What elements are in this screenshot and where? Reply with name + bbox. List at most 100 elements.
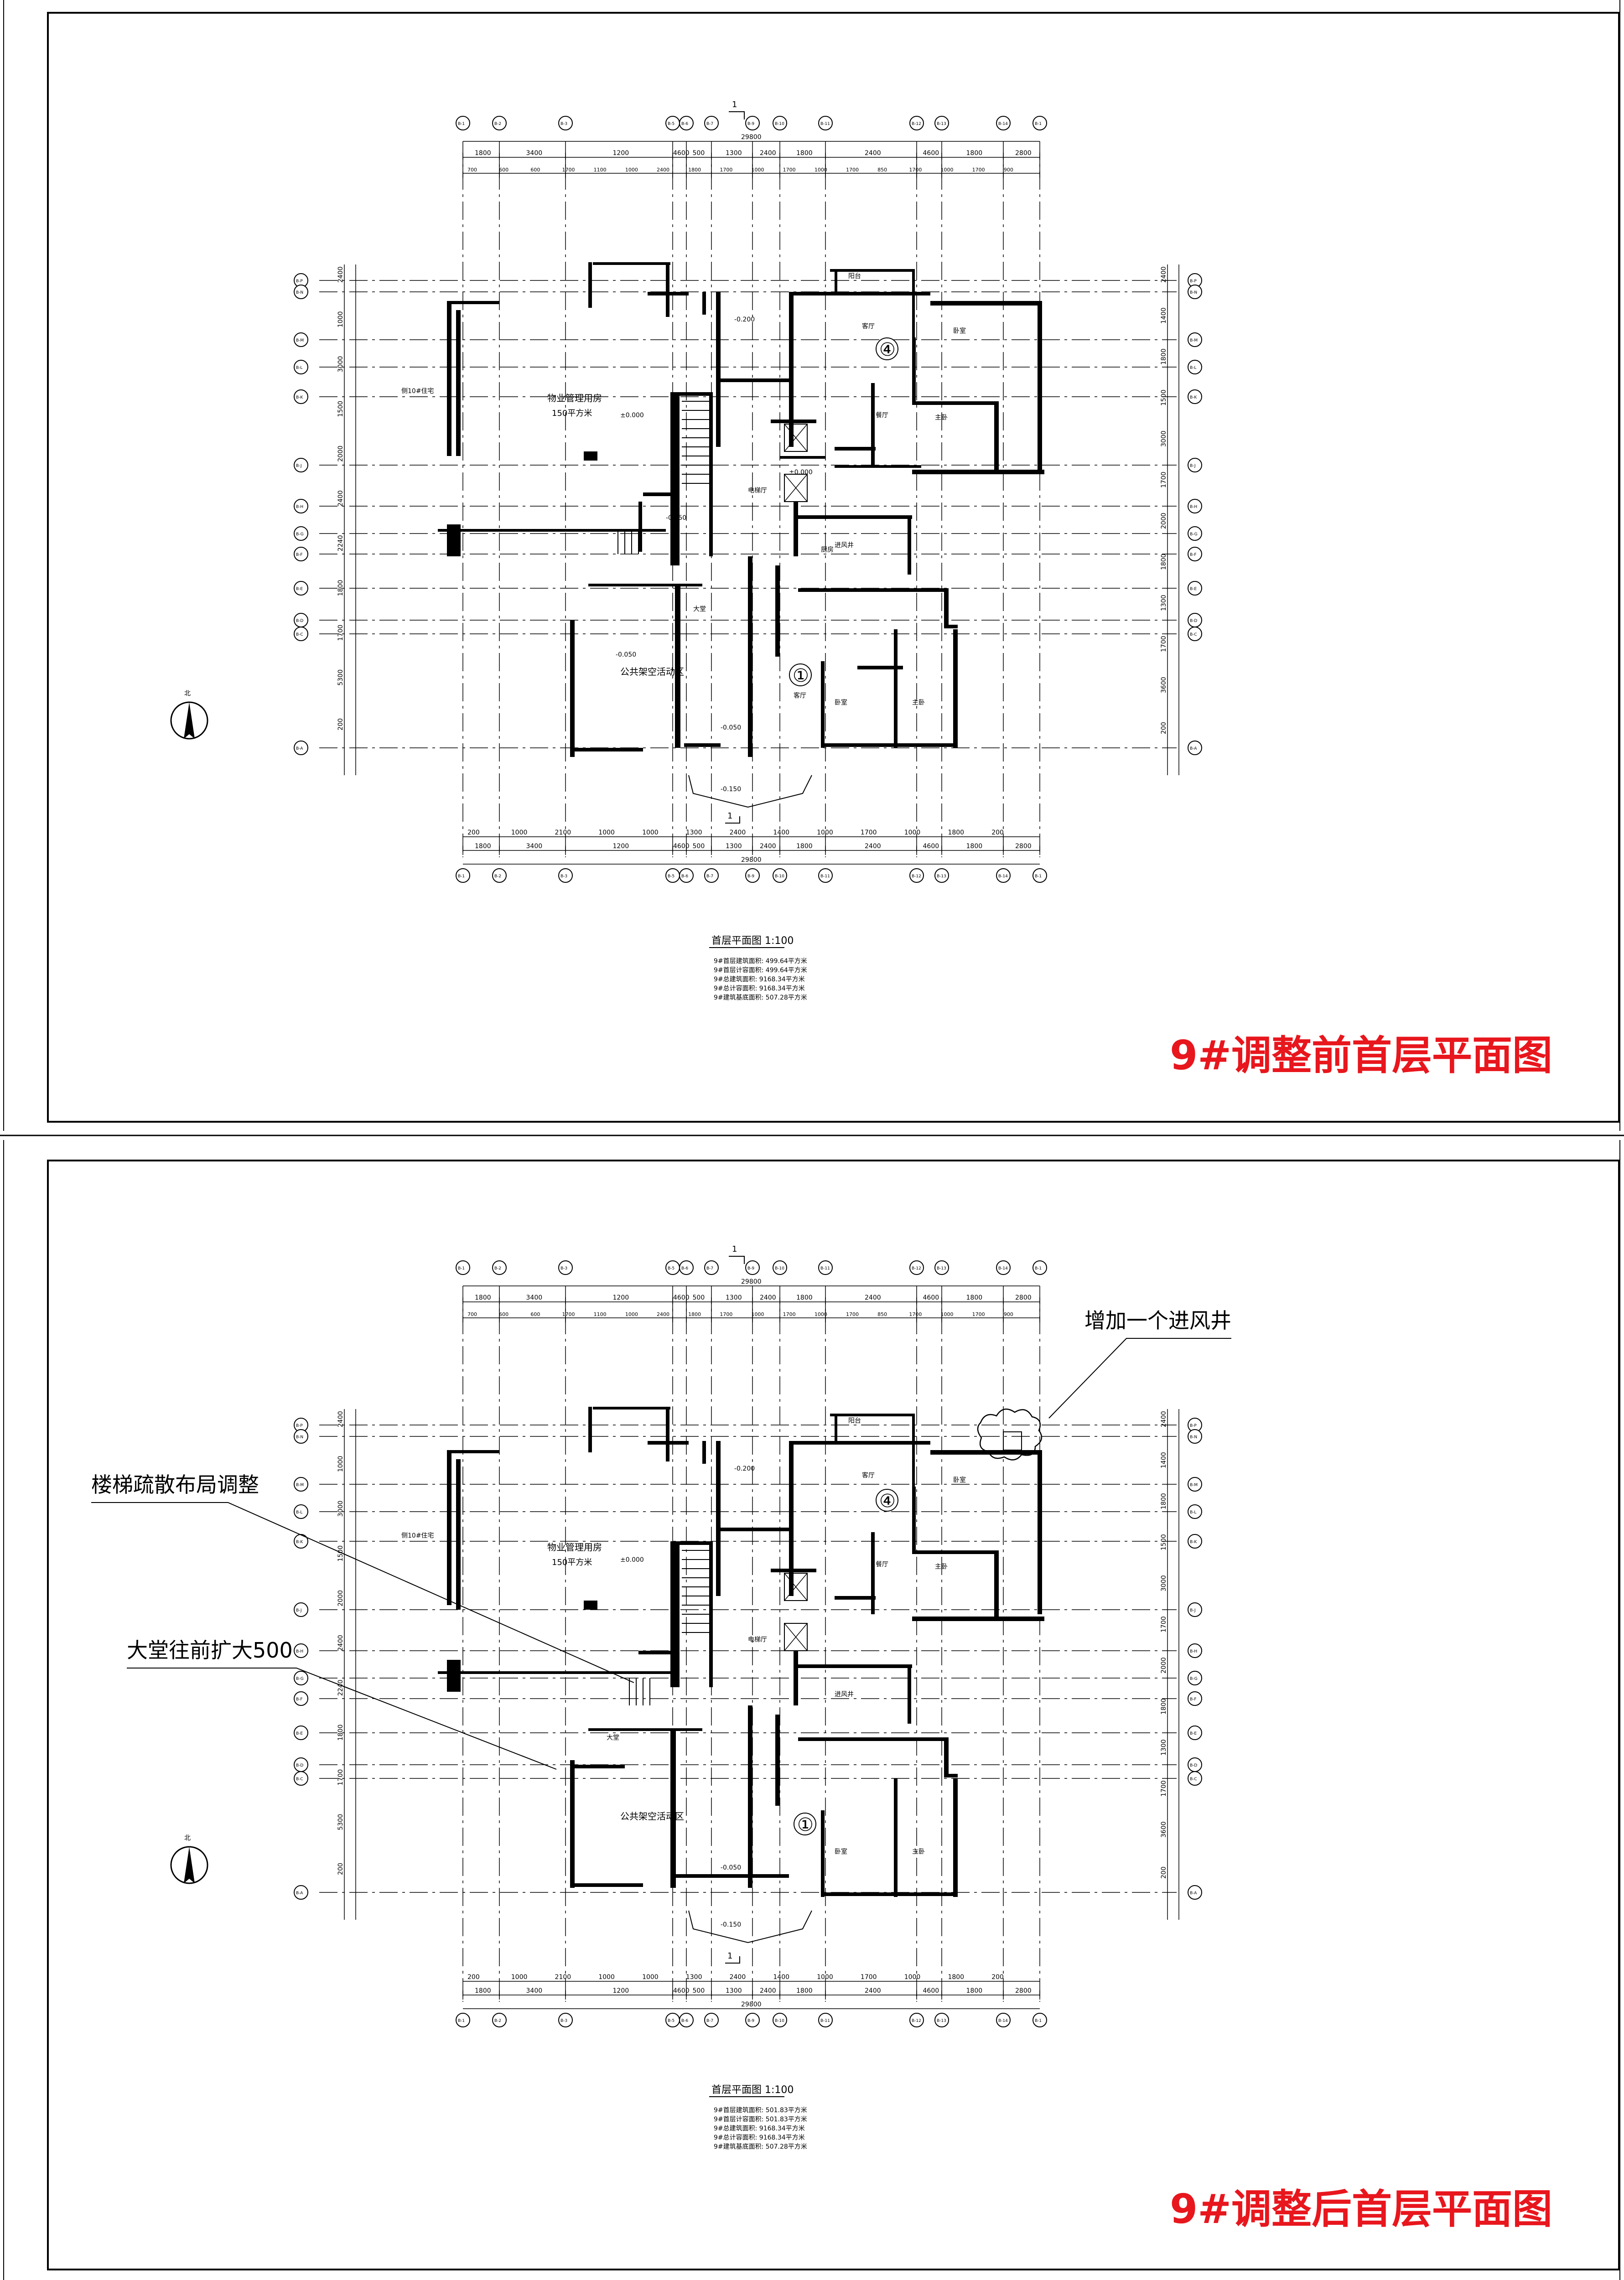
axis-bubble [1188,741,1202,755]
level-mark: -0.050 [721,1864,741,1871]
axis-bubble [294,1477,308,1492]
axis-label: B-M [1190,1483,1198,1487]
axis-label: B-J [1190,1608,1196,1613]
dimension-text: 1800 [1160,1493,1167,1509]
axis-label: B-N [296,1435,303,1440]
dimension-text: 1200 [613,843,629,850]
level-mark: -0.050 [616,651,636,658]
dimension-text: 200 [1160,1866,1167,1879]
axis-bubble [1188,627,1202,641]
axis-bubble [679,116,694,130]
room-label-lobby: 大堂 [607,1734,619,1741]
dimension-text: 2400 [1160,1411,1167,1427]
dimension-text: 1800 [337,580,344,596]
axis-bubble [1188,1771,1202,1786]
dimension-text: 1100 [594,167,607,173]
axis-label: B-E [1190,1731,1197,1736]
room-label-public: 公共架空活动区 [620,1811,684,1822]
dimension-total: 29800 [741,1278,762,1285]
axis-label: B-5 [668,2019,675,2023]
sheet-title-before: 9#调整前首层平面图 [1170,1032,1552,1079]
axis-bubble [1188,1691,1202,1706]
axis-bubble [294,1602,308,1617]
dimension-text: 1800 [966,150,983,157]
room-label-kitchen-b: 厨房 [821,546,834,554]
dimension-text: 1700 [1160,636,1167,652]
axis-bubble [1033,116,1047,130]
dimension-text: 1400 [773,1974,789,1981]
dimension-text: 1800 [966,1294,983,1301]
axis-bubble [996,2013,1011,2027]
sheet-title-after: 9#调整后首层平面图 [1170,2186,1552,2233]
axis-bubble [294,285,308,299]
dimension-text: 1800 [475,1987,491,1995]
dimension-text: 2400 [760,1987,776,1995]
dimension-text: 2100 [555,1974,571,1981]
dimension-text: 1400 [773,829,789,836]
axis-label: B-9 [747,2019,754,2023]
plan-caption: 首层平面图 1:100 [711,935,794,947]
area-notes: 9#首层建筑面积: 499.64平方米 9#首层计容面积: 499.64平方米 … [714,958,807,1001]
axis-bubble [1188,1602,1202,1617]
axis-bubble [1188,1429,1202,1444]
axis-label: B-N [1190,1435,1197,1440]
axis-label: B-13 [937,874,946,879]
axis-label: B-2 [494,874,501,879]
axis-bubble [294,526,308,541]
axis-bubble [1188,547,1202,561]
axis-bubble [1188,1671,1202,1685]
room-label-dining-a: 餐厅 [876,412,888,419]
axis-bubble [818,1260,833,1275]
axis-bubble [492,116,507,130]
axis-label: B-C [1190,632,1197,637]
axis-label: B-C [296,1777,303,1782]
dimension-text: 1800 [966,1987,983,1995]
axis-label: B-11 [820,1266,830,1271]
area-note: 9#建筑基底面积: 507.28平方米 [714,994,807,1001]
axis-label: B-M [296,338,304,343]
dimension-text: 1300 [726,150,742,157]
dimension-text: 2400 [337,266,344,283]
section-mark-bottom: 1 [727,1951,732,1961]
dimension-text: 1300 [726,843,742,850]
axis-label: B-G [1190,532,1198,537]
dimension-text: 1500 [1160,1534,1167,1550]
annotation-lobby-expand: 大堂往前扩大500 [127,1638,293,1663]
room-label-elevator-hall: 电梯厅 [748,1636,767,1643]
axis-bubble [456,116,470,130]
axis-label: B-1 [458,2019,465,2023]
axis-label: B-2 [494,1266,501,1271]
axis-label: B-9 [747,874,754,879]
level-mark: -0.050 [721,724,741,731]
dimension-text: 3600 [1160,677,1167,693]
dimension-text: 3000 [1160,1575,1167,1591]
dimension-text: 1200 [613,1987,629,1995]
axis-bubble [704,116,719,130]
axis-label: B-G [1190,1677,1198,1681]
axis-bubble [1188,360,1202,374]
dimension-text: 200 [467,829,480,836]
room-label-bed-a: 卧室 [953,327,966,335]
axis-label: B-5 [668,122,675,126]
axis-label: B-12 [912,2019,921,2023]
sheet-frame [47,1160,1620,2270]
axis-label: B-2 [494,2019,501,2023]
room-area-shop: 150平方米 [552,1558,592,1567]
dimension-text: 1300 [686,829,702,836]
dimension-text: 850 [877,167,887,173]
axis-bubble [294,547,308,561]
dimension-text: 1000 [815,167,827,173]
axis-label: B-J [296,464,302,468]
dimension-text: 2400 [865,843,881,850]
note-building-10: 侧10#住宅 [401,388,434,395]
plan-caption: 首层平面图 1:100 [711,2084,794,2096]
dimension-text: 2000 [337,1590,344,1606]
axis-label: B-14 [998,1266,1008,1271]
axis-label: B-10 [775,122,784,126]
dimension-text: 1700 [1160,1780,1167,1797]
section-mark-bottom: 1 [727,811,732,821]
dimension-text: 1000 [642,829,659,836]
axis-label: B-7 [706,874,713,879]
